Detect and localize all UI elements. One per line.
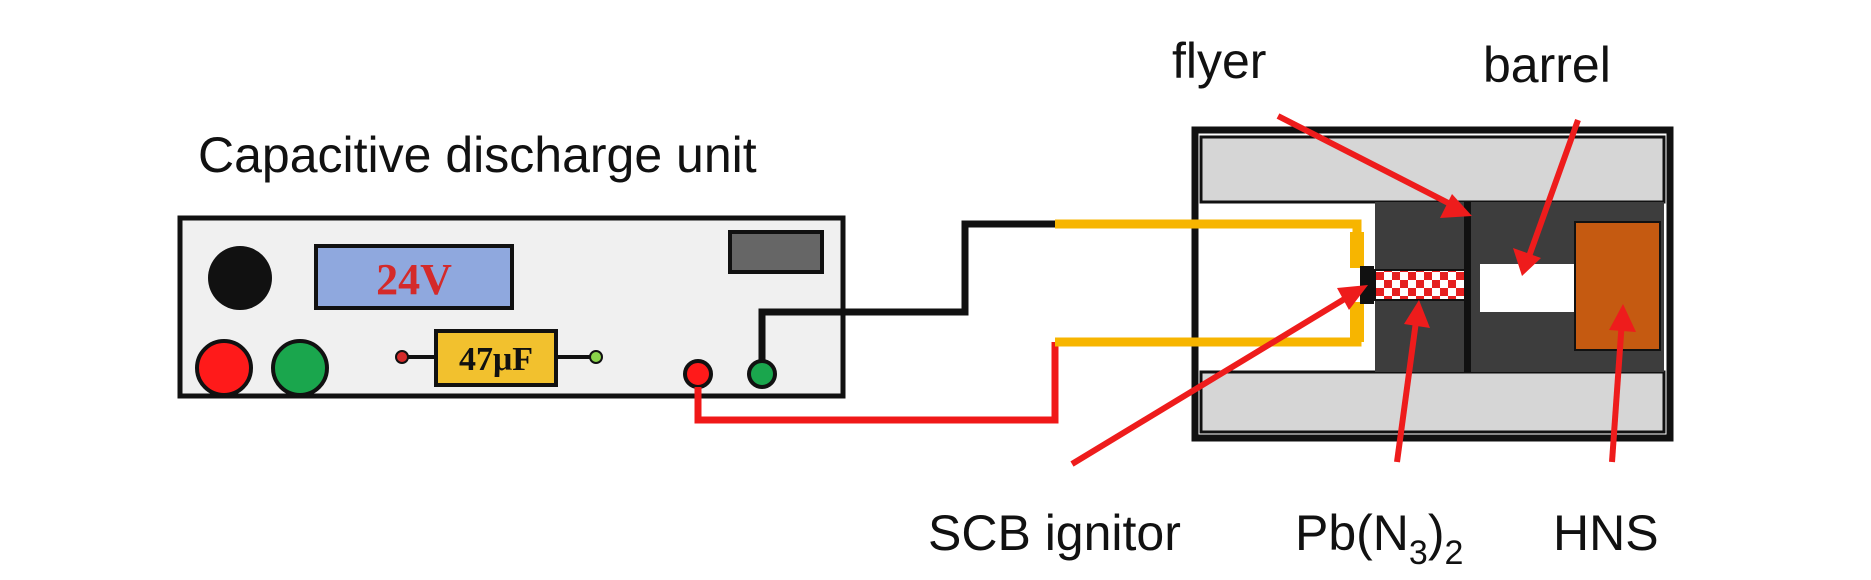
hns-charge — [1574, 221, 1661, 351]
voltage-value: 24V — [376, 255, 452, 304]
black-wire — [758, 220, 1055, 362]
yellow-lead-bottom — [1055, 304, 1362, 347]
lead-azide-charge — [1374, 269, 1466, 301]
unit-switch — [728, 230, 824, 274]
lead-azide-sub2: 2 — [1445, 534, 1464, 572]
voltage-display — [314, 244, 514, 310]
barrel-arrow-line — [1524, 118, 1581, 264]
scb-arrow-head — [1337, 285, 1368, 310]
flyer-plate — [1464, 202, 1471, 372]
barrel-label: barrel — [1483, 37, 1611, 93]
capacitor — [434, 329, 558, 387]
capacitor-value: 47μF — [459, 341, 533, 378]
flyer-arrow-line — [1276, 113, 1464, 213]
flyer-label: flyer — [1172, 33, 1266, 89]
scb-ignitor-label: SCB ignitor — [928, 505, 1181, 561]
hns-arrow-line — [1609, 319, 1625, 463]
lead-azide-sub1: 3 — [1409, 534, 1428, 572]
housing-bottom-wall — [1199, 370, 1666, 434]
barrel-arrow-head — [1513, 248, 1541, 276]
power-knob — [208, 246, 272, 310]
housing-top-wall — [1199, 135, 1666, 204]
pb-arrow-head — [1404, 300, 1430, 328]
pb-arrow-line — [1394, 313, 1420, 463]
scb-arrow-line — [1070, 289, 1358, 467]
red-button — [195, 339, 253, 397]
hns-label: HNS — [1553, 505, 1659, 561]
red-terminal — [683, 359, 713, 389]
green-button — [271, 339, 329, 397]
barrel-bore — [1480, 264, 1575, 312]
lead-azide-main: Pb(N — [1295, 505, 1409, 561]
green-terminal — [747, 359, 777, 389]
yellow-lead-top — [1055, 219, 1362, 262]
red-wire — [694, 342, 1059, 424]
unit-label: Capacitive discharge unit — [198, 127, 757, 183]
hns-arrow-head — [1609, 304, 1636, 332]
scb-chip — [1360, 266, 1374, 304]
lead-azide-label: Pb(N3)2 — [1295, 505, 1463, 572]
lead-azide-close: ) — [1428, 505, 1445, 561]
flyer-arrow-head — [1440, 194, 1472, 218]
